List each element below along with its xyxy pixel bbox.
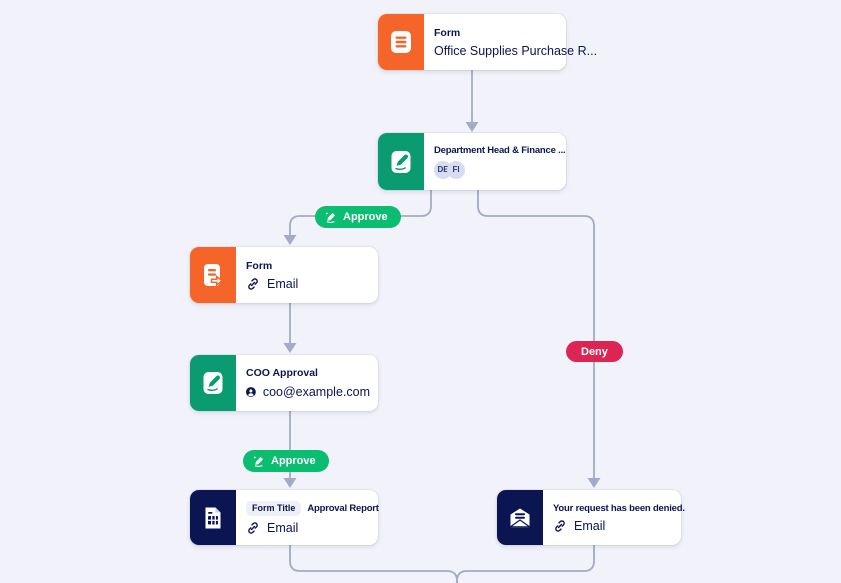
approve-branch-badge[interactable]: Approve: [243, 450, 329, 472]
node-approval-dept[interactable]: Department Head & Finance ... DE FI: [378, 133, 566, 190]
arrowhead-coo-to-report: [283, 478, 297, 488]
node-type-label: Form: [434, 26, 461, 39]
approve-stamp-icon: [325, 211, 336, 223]
approve-stamp-icon: [253, 455, 264, 467]
node-type-label: Form: [246, 259, 273, 272]
node-approval-report[interactable]: Form Title Approval Report Email: [190, 490, 379, 545]
form-title-pill: Form Title: [246, 500, 302, 516]
connector-denied-merge: [456, 545, 595, 583]
send-method-row: Email: [246, 521, 370, 535]
approval-pen-icon: [378, 133, 424, 190]
report-title-row: Form Title Approval Report: [246, 500, 379, 516]
send-method-label: Email: [574, 518, 606, 533]
node-coo-approval[interactable]: COO Approval coo@example.com: [190, 355, 378, 411]
approval-step-title: Department Head & Finance ...: [434, 144, 566, 156]
email-icon: [497, 490, 543, 545]
arrowhead-deny-branch: [587, 478, 601, 488]
approval-step-title: COO Approval: [246, 366, 318, 379]
connector-report-merge: [289, 545, 458, 583]
approve-branch-badge[interactable]: Approve: [315, 206, 401, 228]
node-form-email[interactable]: Form Email: [190, 247, 378, 303]
node-denied-email[interactable]: Your request has been denied. Email: [497, 490, 685, 545]
branch-label: Approve: [271, 455, 316, 467]
send-method-row: Email: [246, 277, 298, 291]
form-send-icon: [190, 247, 236, 303]
report-name-label: Approval Report: [307, 502, 379, 514]
link-icon: [555, 519, 565, 532]
send-method-label: Email: [267, 520, 299, 535]
send-method-label: Email: [267, 276, 299, 291]
send-method-row: Email: [553, 519, 673, 533]
avatar: FI: [447, 160, 465, 179]
arrowhead-approve-branch: [283, 235, 297, 245]
approver-email-label: coo@example.com: [262, 384, 370, 399]
form-icon: [378, 14, 424, 70]
link-icon: [248, 521, 258, 534]
branch-label: Approve: [343, 211, 388, 223]
branch-label: Deny: [581, 345, 608, 358]
link-icon: [248, 277, 258, 290]
node-form-start[interactable]: Form Office Supplies Purchase R...: [378, 14, 598, 70]
deny-branch-badge[interactable]: Deny: [566, 341, 623, 362]
report-icon: [190, 490, 236, 545]
approval-pen-icon: [190, 355, 236, 411]
arrowhead-form-to-coo: [283, 343, 297, 353]
person-icon: [246, 386, 256, 397]
form-name-label: Office Supplies Purchase R...: [434, 43, 598, 58]
arrowhead-form-to-approval: [465, 122, 479, 132]
denial-message-title: Your request has been denied.: [553, 502, 685, 514]
approver-avatars: DE FI: [434, 160, 558, 179]
approver-email-row: coo@example.com: [246, 384, 370, 400]
connector-deny-branch: [477, 190, 595, 479]
